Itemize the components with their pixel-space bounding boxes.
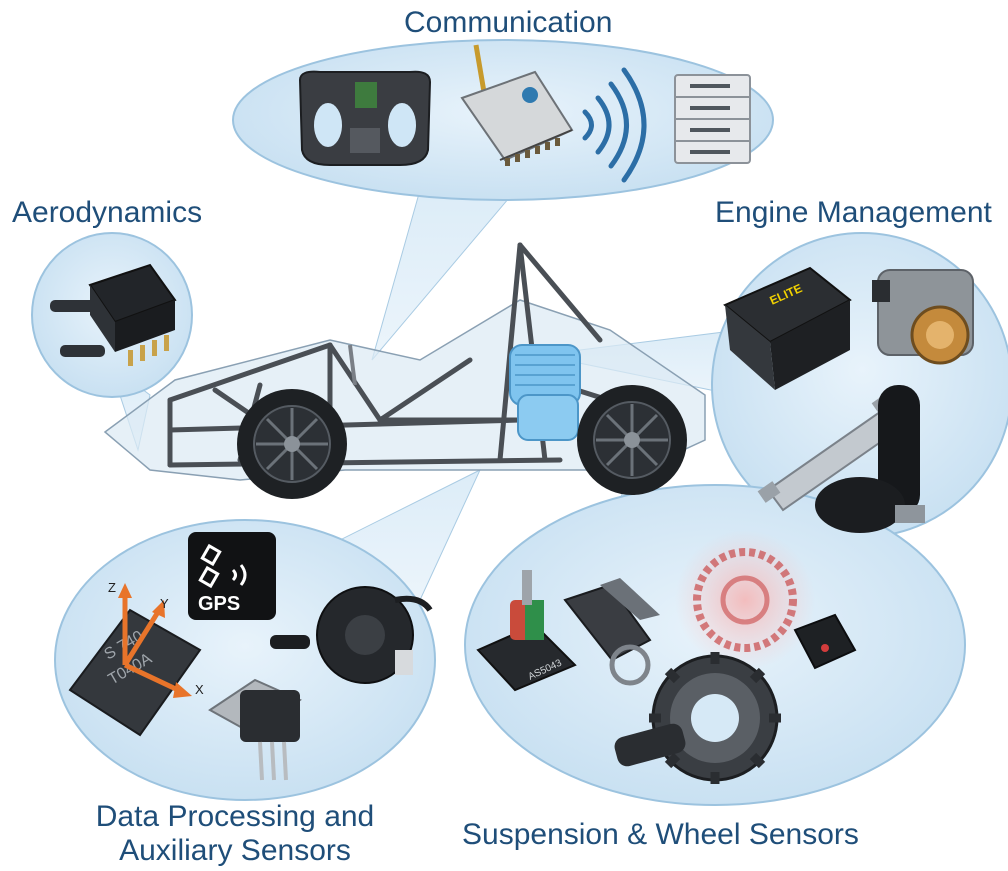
gps-icon: GPS <box>188 532 276 620</box>
wireless-signal-icon <box>582 67 647 183</box>
imu-axis-x-label: X <box>195 682 204 697</box>
imu-axes-icon <box>118 583 192 698</box>
aerodynamics-label: Aerodynamics <box>12 196 203 229</box>
imu-axis-z-label: Z <box>108 580 116 595</box>
communication-label: Communication <box>404 6 613 39</box>
current-sensor-icon <box>208 678 302 781</box>
rear-wheel <box>577 385 687 495</box>
suspension-arm-icon <box>563 578 660 686</box>
gps-badge-text: GPS <box>198 593 240 615</box>
data-processing-label-line2: Auxiliary Sensors <box>119 834 351 867</box>
data-processing-bubble <box>54 519 436 801</box>
race-car <box>103 242 706 499</box>
front-wheel <box>237 389 347 499</box>
suspension-label: Suspension & Wheel Sensors <box>462 818 859 851</box>
pressure-sensor-icon <box>50 263 177 366</box>
flow-sensor-icon <box>270 586 433 684</box>
ecu-icon: ELITE <box>723 266 852 390</box>
throttle-body-icon <box>872 269 974 365</box>
engine-management-label: Engine Management <box>715 196 992 229</box>
sensor-chip-icon <box>793 613 857 670</box>
co2-tank-icon <box>815 385 925 533</box>
server-rack-icon <box>674 74 751 164</box>
gear-speed-sensor-icon <box>614 652 781 784</box>
data-processing-label-line1: Data Processing and <box>95 800 375 833</box>
magnetic-encoder-icon: AS5043 <box>476 570 577 692</box>
radio-module-icon <box>460 44 574 166</box>
engine-block <box>509 344 581 441</box>
brake-disc-icon <box>675 530 815 670</box>
steering-wheel-icon <box>298 70 432 166</box>
imu-axis-y-label: Y <box>160 596 169 611</box>
